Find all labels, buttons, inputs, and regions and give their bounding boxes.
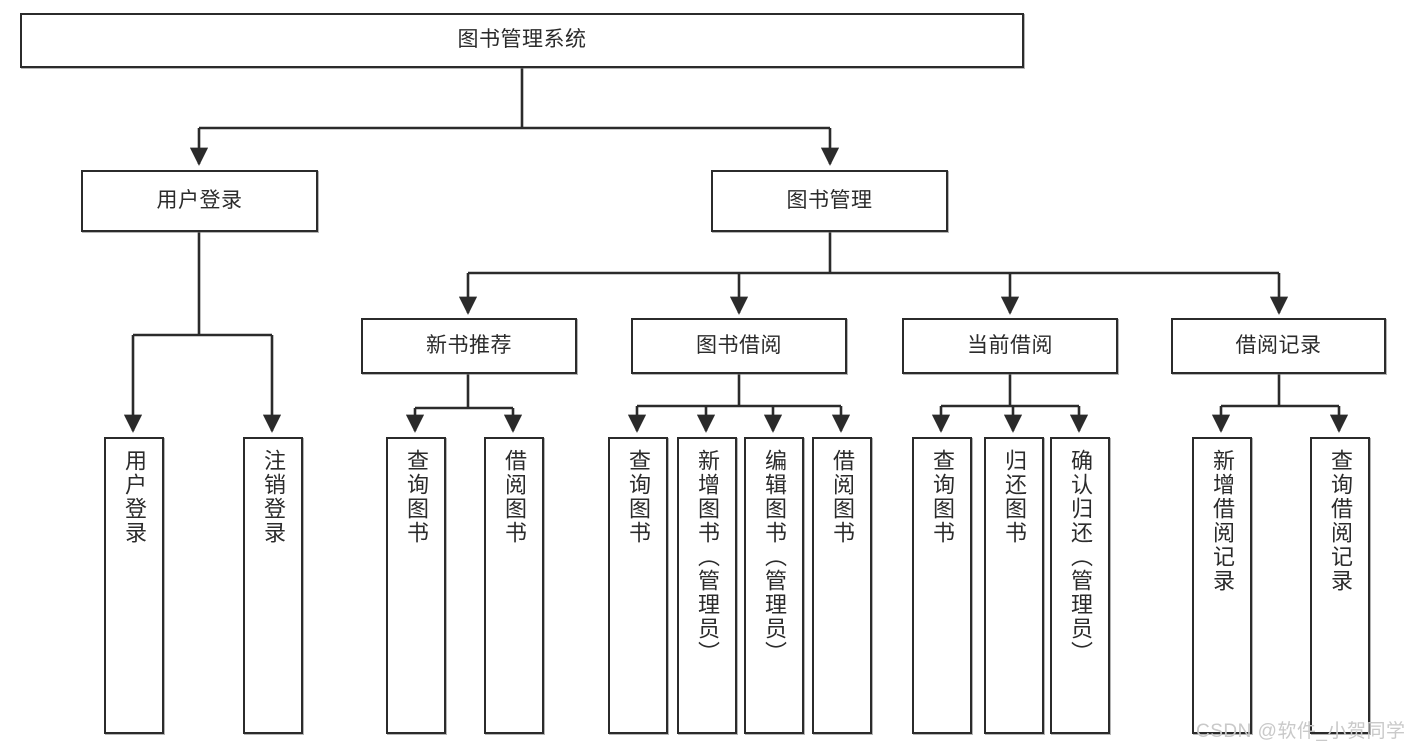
node-current-borrow-label: 当前借阅 <box>967 333 1053 357</box>
leaf-user-logout[interactable]: 注销登录 <box>243 437 303 734</box>
leaf-records-query-label: 查询借阅记录 <box>1328 449 1353 593</box>
node-book-manage-label: 图书管理 <box>786 188 873 212</box>
node-borrow-records[interactable]: 借阅记录 <box>1171 318 1386 374</box>
leaf-borrow-add-book[interactable]: 新增图书（管理员） <box>677 437 737 734</box>
leaf-borrow-borrow-book[interactable]: 借阅图书 <box>812 437 872 734</box>
node-book-borrow[interactable]: 图书借阅 <box>631 318 847 374</box>
leaf-new-borrow-book[interactable]: 借阅图书 <box>484 437 544 734</box>
node-borrow-records-label: 借阅记录 <box>1235 333 1322 357</box>
node-current-borrow[interactable]: 当前借阅 <box>902 318 1118 374</box>
leaf-records-add[interactable]: 新增借阅记录 <box>1192 437 1252 734</box>
leaf-current-return-book-label: 归还图书 <box>1002 449 1027 545</box>
leaf-new-borrow-book-label: 借阅图书 <box>502 449 527 545</box>
leaf-new-query-book-label: 查询图书 <box>404 449 429 545</box>
leaf-borrow-query-book[interactable]: 查询图书 <box>608 437 668 734</box>
leaf-current-confirm-return[interactable]: 确认归还（管理员） <box>1050 437 1110 734</box>
node-root-label: 图书管理系统 <box>457 28 587 52</box>
leaf-current-return-book[interactable]: 归还图书 <box>984 437 1044 734</box>
leaf-borrow-query-book-label: 查询图书 <box>626 449 651 545</box>
leaf-user-login[interactable]: 用户登录 <box>104 437 164 734</box>
leaf-user-login-label: 用户登录 <box>122 449 147 545</box>
leaf-borrow-edit-book-label: 编辑图书（管理员） <box>762 449 787 665</box>
leaf-current-query-book[interactable]: 查询图书 <box>912 437 972 734</box>
leaf-borrow-edit-book[interactable]: 编辑图书（管理员） <box>744 437 804 734</box>
csdn-watermark: CSDN @软件_小贺同学 <box>1196 721 1405 742</box>
node-user-login[interactable]: 用户登录 <box>81 170 318 232</box>
node-root[interactable]: 图书管理系统 <box>20 13 1024 68</box>
leaf-records-add-label: 新增借阅记录 <box>1210 449 1235 593</box>
leaf-user-logout-label: 注销登录 <box>261 449 286 545</box>
leaf-new-query-book[interactable]: 查询图书 <box>386 437 446 734</box>
node-book-borrow-label: 图书借阅 <box>696 333 782 357</box>
node-new-books-label: 新书推荐 <box>426 333 512 357</box>
leaf-current-query-book-label: 查询图书 <box>930 449 955 545</box>
leaf-current-confirm-return-label: 确认归还（管理员） <box>1068 449 1093 665</box>
leaf-borrow-borrow-book-label: 借阅图书 <box>830 449 855 545</box>
leaf-records-query[interactable]: 查询借阅记录 <box>1310 437 1370 734</box>
node-user-login-label: 用户登录 <box>156 188 243 212</box>
node-book-manage[interactable]: 图书管理 <box>711 170 948 232</box>
node-new-books[interactable]: 新书推荐 <box>361 318 577 374</box>
leaf-borrow-add-book-label: 新增图书（管理员） <box>695 449 720 665</box>
